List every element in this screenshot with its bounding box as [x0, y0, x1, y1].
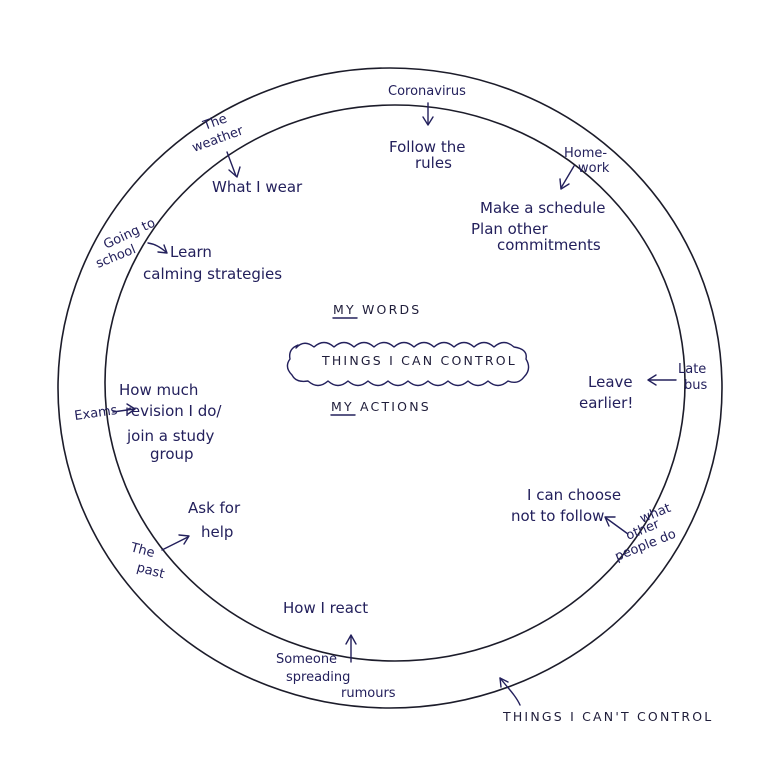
outside-exams: Exams [73, 403, 118, 424]
arrow-coronavirus [422, 102, 434, 126]
outside-past-2: past [135, 560, 166, 582]
inside-weather: What I wear [212, 178, 303, 196]
arrow-past [161, 534, 190, 551]
inside-exams-2: revision I do/ [125, 402, 222, 420]
inside-homework-1: Make a schedule [480, 199, 605, 217]
inside-school-1: Learn [170, 243, 212, 261]
inside-school-2: calming strategies [143, 265, 282, 283]
inside-latebus-2: earlier! [579, 394, 633, 412]
outside-latebus-1: Late [678, 362, 706, 377]
inside-latebus-1: Leave [588, 373, 633, 391]
inside-coronavirus-1: Follow the [389, 138, 465, 156]
center-my-actions: MY ACTIONS [331, 399, 431, 414]
arrow-weather [226, 151, 241, 178]
outside-rumours-1: Someone [276, 652, 337, 667]
outside-homework-1: Home- [564, 146, 607, 161]
arrow-exams [112, 403, 136, 415]
inside-coronavirus-2: rules [415, 154, 452, 172]
outer-circle [57, 67, 723, 709]
inside-homework-3: commitments [497, 236, 601, 254]
center-title: THINGS I CAN CONTROL [321, 353, 517, 368]
outside-past-1: The [128, 540, 156, 561]
arrow-others [604, 516, 629, 535]
outside-homework-2: work [578, 161, 610, 176]
inside-homework-2: Plan other [471, 220, 548, 238]
outside-rumours-3: rumours [341, 686, 396, 701]
inside-exams-3: join a study [126, 427, 214, 445]
inside-rumours: How I react [283, 599, 368, 617]
outside-rumours-2: spreading [286, 670, 350, 685]
center-my-words: MY WORDS [333, 302, 421, 317]
cloud-outline [286, 341, 530, 387]
arrow-rumours [345, 634, 357, 663]
outer-label: THINGS I CAN'T CONTROL [502, 709, 713, 724]
inside-exams-1: How much [119, 381, 198, 399]
inside-others-1: I can choose [527, 486, 621, 504]
inside-exams-4: group [150, 445, 194, 463]
outer-label-arrow [499, 677, 521, 706]
outside-latebus-2: bus [684, 378, 707, 393]
arrow-latebus [647, 374, 677, 386]
arrow-homework [559, 165, 575, 190]
inside-others-2: not to follow [511, 507, 604, 525]
outside-coronavirus: Coronavirus [388, 84, 466, 99]
inner-circle [104, 104, 686, 662]
inside-past-1: Ask for [188, 499, 241, 517]
arrow-school [147, 242, 168, 254]
center-cloud [286, 341, 530, 387]
inside-past-2: help [201, 523, 233, 541]
